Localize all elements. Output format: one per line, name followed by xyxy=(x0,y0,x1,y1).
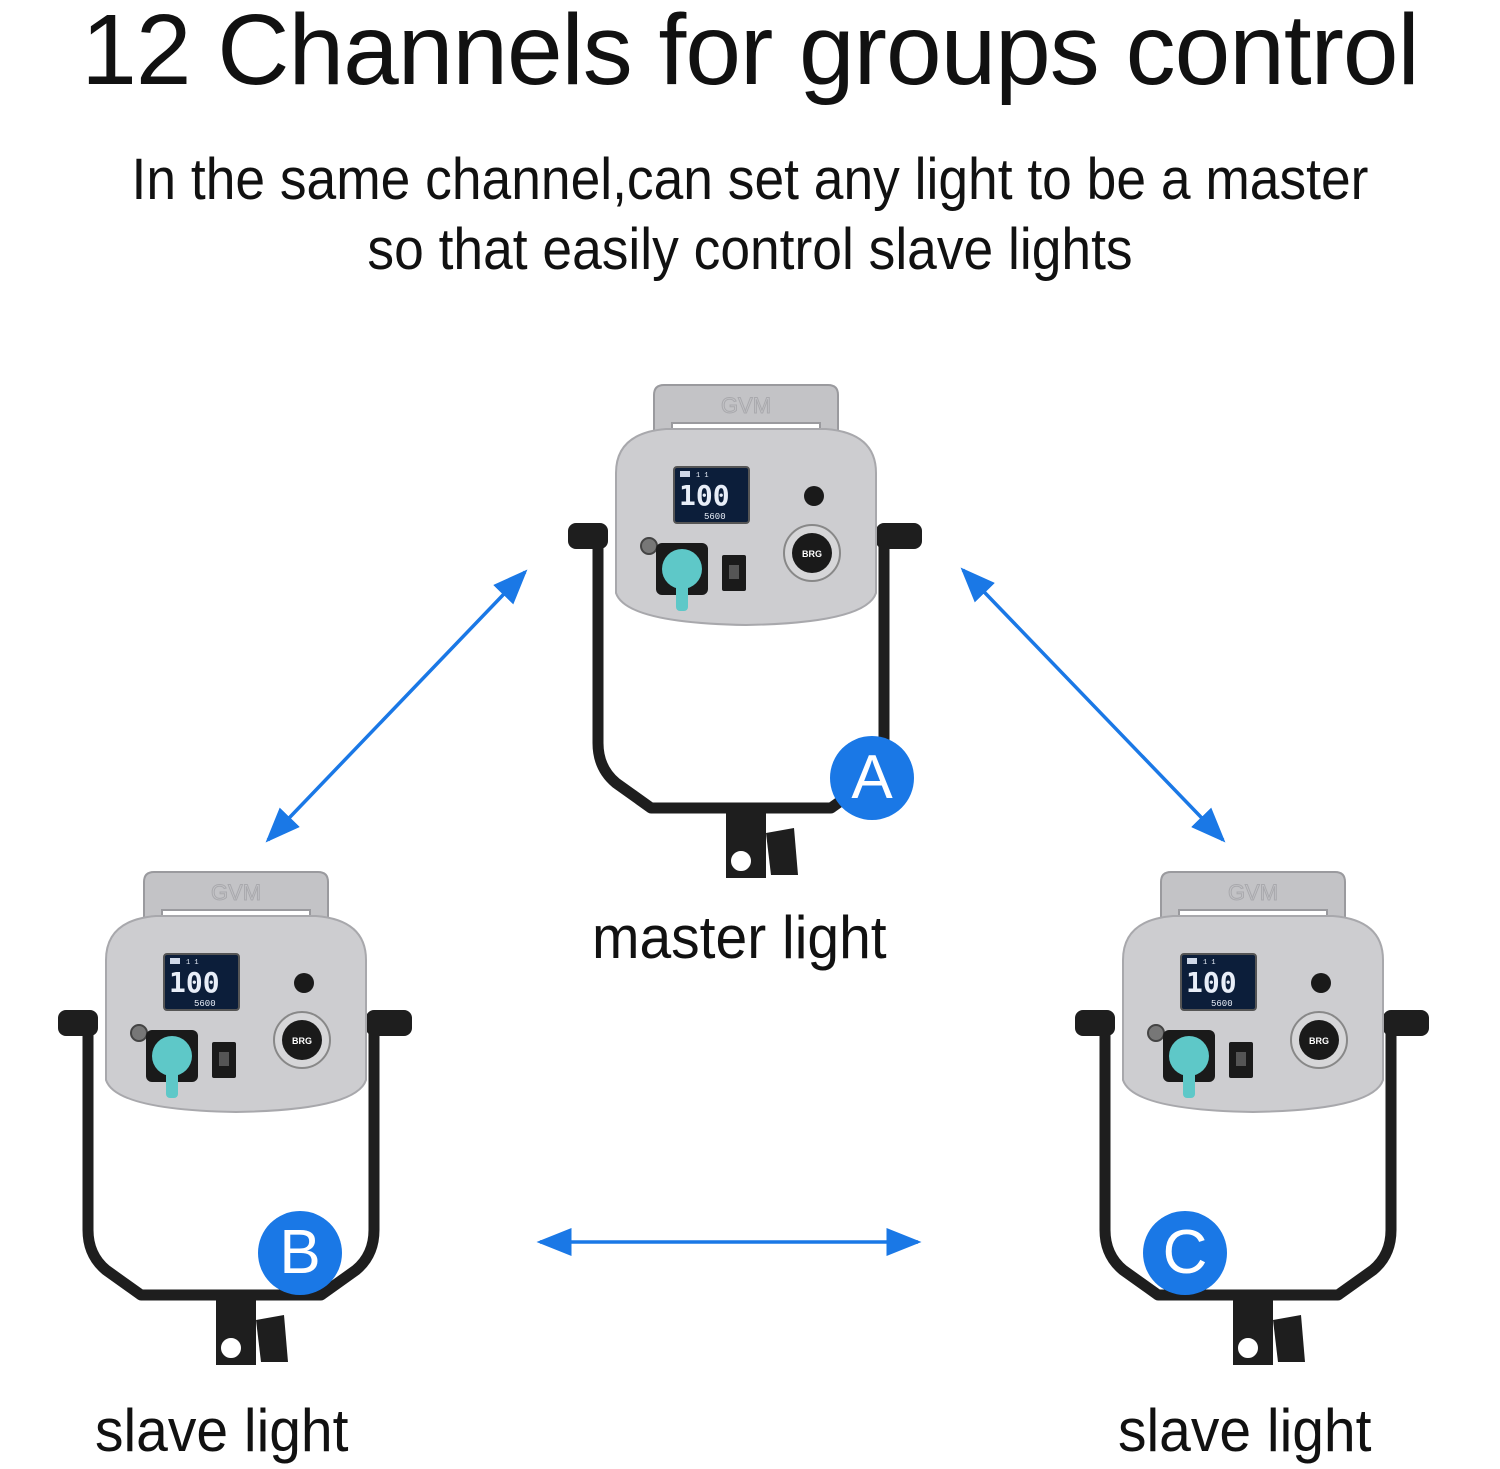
subtitle: In the same channel,can set any light to… xyxy=(60,145,1440,285)
page-title: 12 Channels for groups control xyxy=(81,0,1419,106)
light-c-illustration: GVM 1 1 100 5600 BRG xyxy=(1075,871,1429,1365)
brand-logo: GVM xyxy=(211,880,261,905)
svg-text:5600: 5600 xyxy=(1211,999,1233,1009)
subtitle-line-1: In the same channel,can set any light to… xyxy=(131,147,1369,212)
arrow-a-b xyxy=(265,569,528,843)
svg-text:1 1: 1 1 xyxy=(696,472,709,480)
light-b-illustration: GVM 1 1 100 5600 BRG xyxy=(58,871,412,1365)
svg-text:1 1: 1 1 xyxy=(1203,959,1216,967)
slave-light-c-label: slave light xyxy=(1118,1397,1372,1464)
badge-b: B xyxy=(258,1211,342,1295)
svg-text:100: 100 xyxy=(1186,966,1237,999)
svg-text:100: 100 xyxy=(679,479,730,512)
brand-logo: GVM xyxy=(1228,880,1278,905)
arrow-a-c xyxy=(960,567,1226,843)
badge-a: A xyxy=(830,736,914,820)
svg-text:BRG: BRG xyxy=(802,549,822,559)
light-c: GVM 1 1 100 5600 BRG xyxy=(1073,870,1433,1375)
svg-text:5600: 5600 xyxy=(194,999,216,1009)
svg-text:5600: 5600 xyxy=(704,512,726,522)
svg-text:BRG: BRG xyxy=(1309,1036,1329,1046)
brand-logo: GVM xyxy=(721,393,771,418)
svg-text:1 1: 1 1 xyxy=(186,959,199,967)
light-b: GVM 1 1 100 5600 BRG xyxy=(56,870,416,1375)
master-light-label: master light xyxy=(592,904,887,971)
svg-text:100: 100 xyxy=(169,966,220,999)
svg-text:BRG: BRG xyxy=(292,1036,312,1046)
slave-light-b-label: slave light xyxy=(95,1397,349,1464)
subtitle-line-2: so that easily control slave lights xyxy=(367,217,1133,282)
badge-c: C xyxy=(1143,1211,1227,1295)
